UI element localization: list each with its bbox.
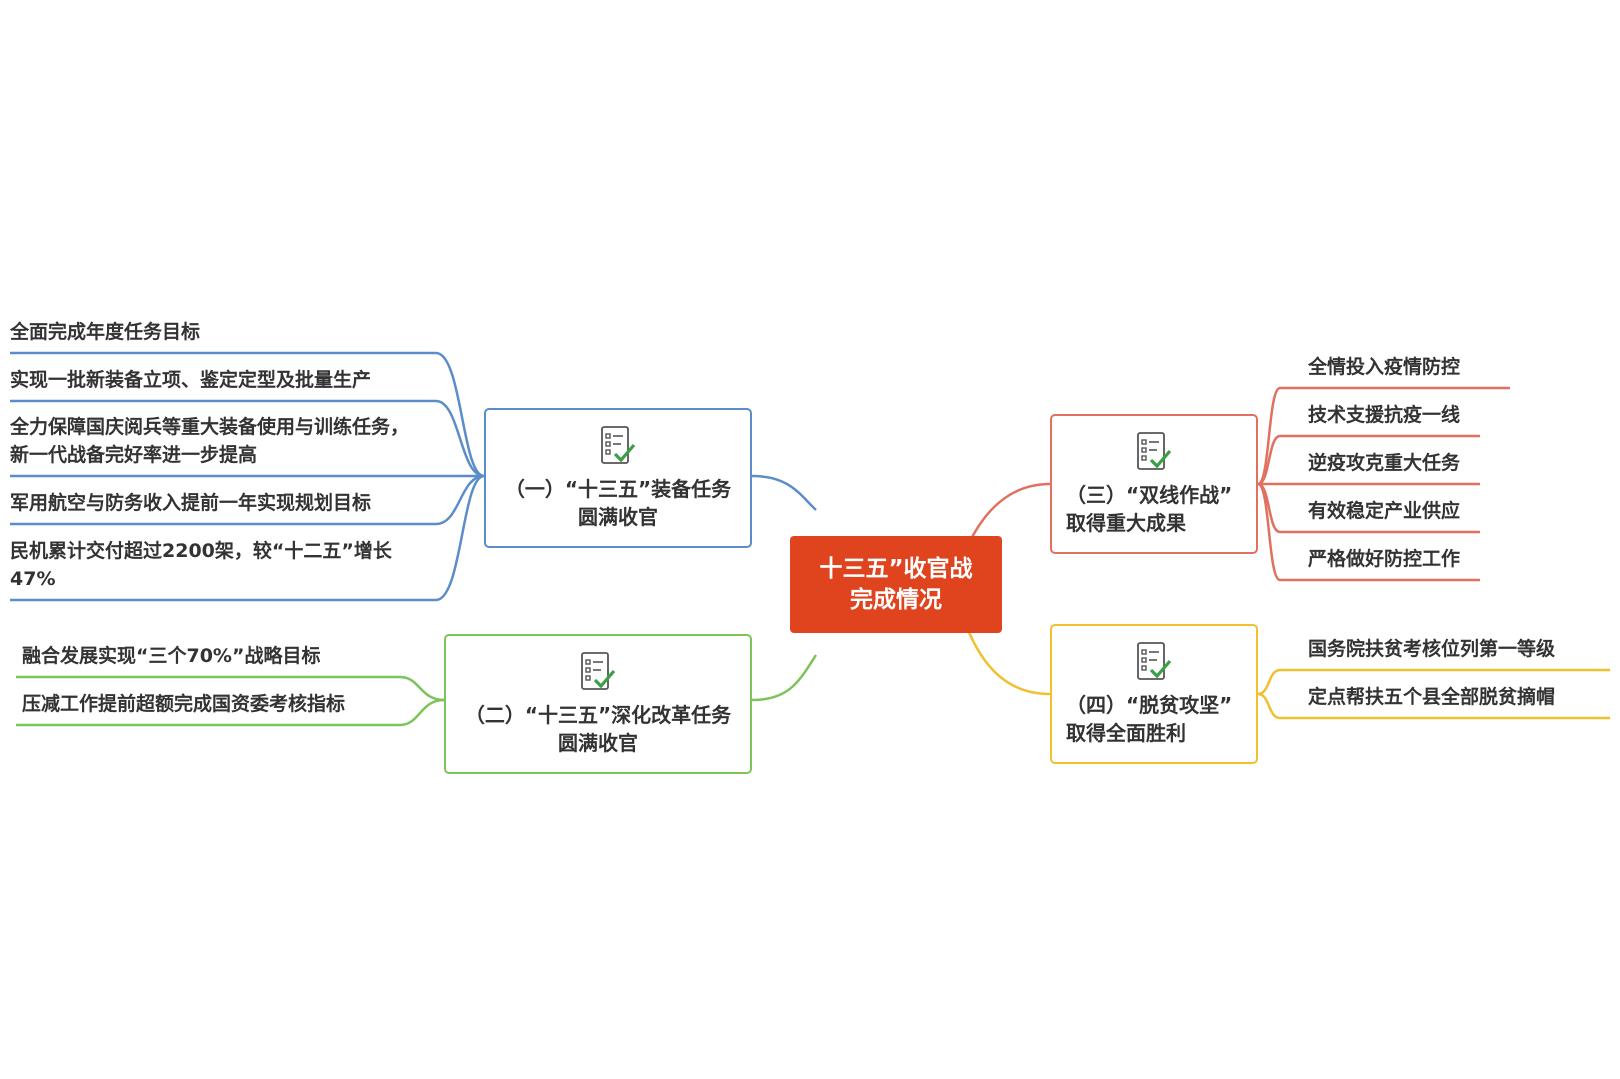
branch-1-item: 民机累计交付超过2200架，较“十二五”增长47% xyxy=(10,540,392,590)
checklist-icon xyxy=(1137,432,1172,470)
branch-1-box: （一）“十三五”装备任务 圆满收官 xyxy=(484,408,752,548)
branch-1-connectors xyxy=(10,351,817,602)
branch-3-item: 严格做好防控工作 xyxy=(1308,548,1461,570)
branch-3-item: 逆疫攻克重大任务 xyxy=(1308,452,1461,474)
branch-1-item: 全力保障国庆阅兵等重大装备使用与训练任务，新一代战备完好率进一步提高 xyxy=(10,416,410,466)
branch-4-item: 国务院扶贫考核位列第一等级 xyxy=(1308,638,1556,660)
branch-3-item: 有效稳定产业供应 xyxy=(1308,500,1461,522)
checklist-icon xyxy=(581,652,616,690)
branch-1-item: 全面完成年度任务目标 xyxy=(10,321,201,343)
center-topic: 十三五”收官战 完成情况 xyxy=(790,536,1002,633)
branch-3-connectors xyxy=(966,386,1510,582)
branch-3-item: 技术支援抗疫一线 xyxy=(1308,404,1461,426)
branch-2-connectors xyxy=(16,654,818,727)
branch-2-item: 压减工作提前超额完成国资委考核指标 xyxy=(22,693,346,715)
branch-1-item: 军用航空与防务收入提前一年实现规划目标 xyxy=(10,492,372,514)
branch-3-box: （三）“双线作战” 取得重大成果 xyxy=(1050,414,1258,554)
center-topic-title: 十三五”收官战 完成情况 xyxy=(819,555,973,613)
branch-4-box: （四）“脱贫攻坚” 取得全面胜利 xyxy=(1050,624,1258,764)
branch-4-title: （四）“脱贫攻坚” 取得全面胜利 xyxy=(1066,693,1233,745)
branch-1-title: （一）“十三五”装备任务 圆满收官 xyxy=(504,477,732,529)
branch-1-item: 实现一批新装备立项、鉴定定型及批量生产 xyxy=(10,369,372,391)
branch-2-box: （二）“十三五”深化改革任务 圆满收官 xyxy=(444,634,752,774)
branch-2-item: 融合发展实现“三个70%”战略目标 xyxy=(22,645,321,667)
branch-3-item: 全情投入疫情防控 xyxy=(1308,356,1461,378)
branch-4-connectors xyxy=(966,629,1610,720)
checklist-icon xyxy=(1137,642,1172,680)
branch-3-title: （三）“双线作战” 取得重大成果 xyxy=(1066,483,1233,535)
branch-2-title: （二）“十三五”深化改革任务 圆满收官 xyxy=(464,703,732,755)
checklist-icon xyxy=(601,426,636,464)
branch-4-item: 定点帮扶五个县全部脱贫摘帽 xyxy=(1308,686,1556,708)
